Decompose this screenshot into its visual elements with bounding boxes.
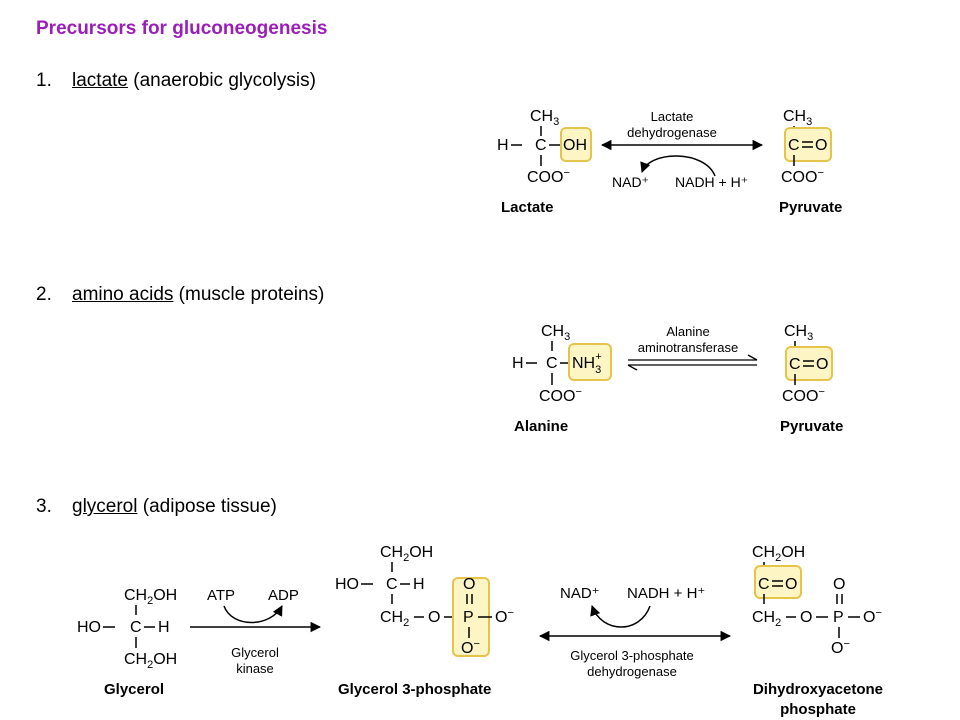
enzyme-name: Glycerol 3-phosphate bbox=[570, 648, 694, 663]
cofactor-curved-arrow bbox=[223, 605, 283, 624]
list-term: lactate bbox=[72, 70, 128, 91]
svg-text:O: O bbox=[816, 356, 828, 373]
cofactor-nadh: NADH + H⁺ bbox=[675, 174, 748, 190]
svg-text:P: P bbox=[833, 609, 844, 626]
glycerol-structure: CH2OH HO C H CH2OH bbox=[77, 587, 177, 671]
enzyme-name: aminotransferase bbox=[638, 340, 738, 355]
enzyme-name: kinase bbox=[236, 661, 274, 676]
reaction-lactate-pyruvate: CH3 H C OH COO− Lactate Lactate dehydrog… bbox=[497, 108, 842, 216]
dhap-label: phosphate bbox=[780, 701, 856, 718]
svg-text:CH3: CH3 bbox=[783, 108, 812, 128]
list-item-lactate: 1. lactate (anaerobic glycolysis) bbox=[36, 70, 316, 92]
svg-text:HO: HO bbox=[77, 619, 101, 636]
svg-text:CH2OH: CH2OH bbox=[124, 651, 177, 671]
enzyme-name: Lactate bbox=[651, 109, 694, 124]
atp-label: ATP bbox=[207, 587, 235, 604]
list-number: 1. bbox=[36, 70, 52, 91]
svg-text:CH2OH: CH2OH bbox=[380, 544, 433, 564]
nadh-label: NADH + H⁺ bbox=[627, 585, 705, 602]
list-description: (adipose tissue) bbox=[137, 496, 277, 517]
svg-text:C: C bbox=[386, 576, 398, 593]
svg-text:O: O bbox=[428, 609, 440, 626]
cofactor-curved-arrow bbox=[640, 155, 716, 177]
svg-text:CH2: CH2 bbox=[752, 609, 781, 629]
svg-text:NH3+: NH3+ bbox=[572, 351, 602, 376]
pyruvate-structure: CH3 C O COO− bbox=[782, 323, 833, 405]
svg-text:C: C bbox=[789, 356, 801, 373]
list-item-glycerol: 3. glycerol (adipose tissue) bbox=[36, 496, 277, 518]
pyruvate-label: Pyruvate bbox=[779, 199, 842, 216]
svg-text:COO−: COO− bbox=[539, 386, 582, 405]
lactate-label: Lactate bbox=[501, 199, 554, 216]
svg-text:CH3: CH3 bbox=[530, 108, 559, 128]
svg-text:H: H bbox=[158, 619, 170, 636]
list-number: 2. bbox=[36, 284, 52, 305]
svg-text:CH3: CH3 bbox=[541, 323, 570, 343]
svg-text:H: H bbox=[497, 137, 509, 154]
list-number: 3. bbox=[36, 496, 52, 517]
svg-text:C: C bbox=[788, 137, 800, 154]
dhap-label: Dihydroxyacetone bbox=[753, 681, 883, 698]
svg-text:O: O bbox=[463, 576, 475, 593]
svg-text:C: C bbox=[130, 619, 142, 636]
enzyme-name: dehydrogenase bbox=[627, 125, 717, 140]
svg-text:O−: O− bbox=[495, 607, 514, 626]
svg-text:HO: HO bbox=[335, 576, 359, 593]
svg-text:CH3: CH3 bbox=[784, 323, 813, 343]
glycerol-3-phosphate-label: Glycerol 3-phosphate bbox=[338, 681, 491, 698]
svg-text:C: C bbox=[758, 576, 770, 593]
svg-text:OH: OH bbox=[563, 137, 587, 154]
svg-text:C: C bbox=[535, 137, 547, 154]
reaction-alanine-pyruvate: CH3 H C NH3+ COO− Alanine Alanine aminot… bbox=[512, 323, 843, 435]
svg-text:O: O bbox=[815, 137, 827, 154]
equilibrium-arrow bbox=[627, 354, 758, 371]
svg-text:COO−: COO− bbox=[782, 386, 825, 405]
svg-text:O: O bbox=[800, 609, 812, 626]
list-item-amino-acids: 2. amino acids (muscle proteins) bbox=[36, 284, 324, 306]
svg-text:COO−: COO− bbox=[527, 167, 570, 186]
list-term: glycerol bbox=[72, 496, 138, 517]
reaction-glycerol-pathway: CH2OH HO C H CH2OH Glycerol ATP ADP Glyc… bbox=[77, 544, 883, 718]
nad-label: NAD⁺ bbox=[560, 585, 600, 602]
enzyme-name: dehydrogenase bbox=[587, 664, 677, 679]
svg-text:O: O bbox=[785, 576, 797, 593]
svg-text:COO−: COO− bbox=[781, 167, 824, 186]
svg-text:CH2: CH2 bbox=[380, 609, 409, 629]
lactate-structure: CH3 H C OH COO− bbox=[497, 108, 592, 186]
glycerol-label: Glycerol bbox=[104, 681, 164, 698]
alanine-structure: CH3 H C NH3+ COO− bbox=[512, 323, 612, 405]
glycerol-3-phosphate-structure: CH2OH HO C H CH2 O O P O− O− bbox=[335, 544, 514, 657]
svg-text:P: P bbox=[463, 609, 474, 626]
svg-text:H: H bbox=[413, 576, 425, 593]
pyruvate-label: Pyruvate bbox=[780, 418, 843, 435]
svg-text:H: H bbox=[512, 355, 524, 372]
svg-text:O−: O− bbox=[831, 638, 850, 657]
adp-label: ADP bbox=[268, 587, 299, 604]
pyruvate-structure: CH3 C O COO− bbox=[781, 108, 832, 186]
list-description: (muscle proteins) bbox=[173, 284, 325, 305]
enzyme-name: Glycerol bbox=[231, 645, 279, 660]
slide-title: Precursors for gluconeogenesis bbox=[36, 18, 328, 39]
enzyme-name: Alanine bbox=[666, 324, 709, 339]
list-description: (anaerobic glycolysis) bbox=[127, 70, 316, 91]
svg-text:O−: O− bbox=[863, 607, 882, 626]
svg-text:C: C bbox=[546, 355, 558, 372]
svg-text:O: O bbox=[833, 576, 845, 593]
svg-text:CH2OH: CH2OH bbox=[124, 587, 177, 607]
cofactor-nad: NAD⁺ bbox=[612, 174, 649, 190]
alanine-label: Alanine bbox=[514, 418, 568, 435]
cofactor-curved-arrow bbox=[590, 605, 651, 628]
list-term: amino acids bbox=[72, 284, 174, 305]
dihydroxyacetone-phosphate-structure: CH2OH C O CH2 O O P O− O− bbox=[752, 544, 882, 657]
svg-text:CH2OH: CH2OH bbox=[752, 544, 805, 564]
